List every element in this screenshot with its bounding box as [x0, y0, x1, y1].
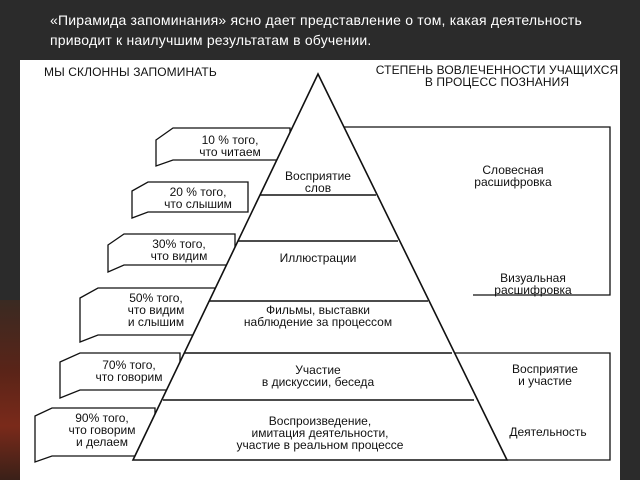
header-right: СТЕПЕНЬ ВОВЛЕЧЕННОСТИ УЧАЩИХСЯ В ПРОЦЕСС…	[375, 63, 619, 89]
header-left: МЫ СКЛОННЫ ЗАПОМИНАТЬ	[44, 65, 217, 79]
right-box-upper	[320, 126, 611, 296]
pyramid-level-illustrations: Иллюстрации	[279, 251, 357, 265]
slide-caption: «Пирамида запоминания» ясно дает предста…	[50, 12, 583, 48]
pyramid-diagram: МЫ СКЛОННЫ ЗАПОМИНАТЬ СТЕПЕНЬ ВОВЛЕЧЕННО…	[20, 60, 620, 480]
pyramid-level-lines	[163, 194, 474, 401]
right-box-lower	[440, 352, 611, 461]
pyramid-level-practice: Воспроизведение,имитация деятельности,уч…	[236, 414, 404, 452]
pyramid-graphic	[34, 72, 611, 463]
pyramid-triangle	[131, 72, 509, 461]
right-label-activity: Деятельность	[509, 425, 587, 439]
percent-label-30: 30% того,что видим	[150, 237, 208, 263]
percent-label-10: 10 % того,что читаем	[199, 133, 261, 159]
percent-label-70: 70% того,что говорим	[95, 358, 163, 384]
percent-label-20: 20 % того,что слышим	[164, 185, 232, 211]
